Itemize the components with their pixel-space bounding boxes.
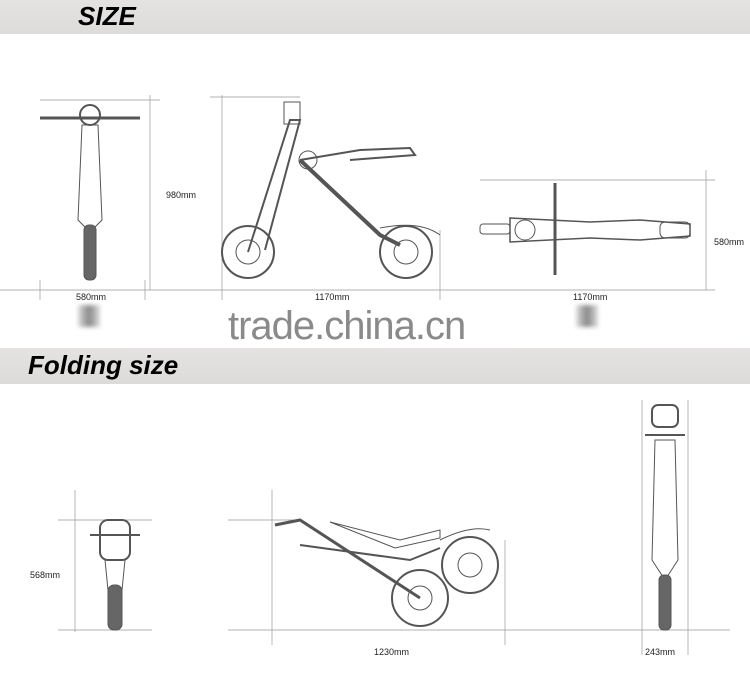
side-length-label: 1170mm — [315, 292, 350, 302]
folded-width-label: 243mm — [645, 647, 676, 657]
folded-side-view — [274, 518, 499, 627]
size-dimension-lines — [0, 95, 715, 300]
top-length-label: 1170mm — [573, 292, 608, 302]
folding-dimension-lines — [58, 400, 730, 655]
height-label: 980mm — [166, 190, 197, 200]
folded-length-label: 1230mm — [374, 647, 410, 657]
side-view-scooter — [221, 101, 441, 279]
front-view-scooter — [40, 104, 140, 281]
folded-front-view — [90, 519, 140, 631]
front-width-label: 580mm — [76, 292, 107, 302]
folded-height-label: 568mm — [30, 570, 61, 580]
folding-title: Folding size — [28, 350, 179, 380]
size-header-band — [0, 0, 750, 34]
blur-mark — [78, 305, 100, 327]
folded-top-view — [645, 404, 685, 631]
folding-header-band — [0, 348, 750, 384]
top-width-label: 580mm — [714, 237, 745, 247]
watermark: trade.china.cn — [228, 304, 466, 348]
blur-mark — [576, 305, 598, 327]
top-view-scooter — [479, 183, 691, 275]
size-title: SIZE — [78, 1, 136, 31]
